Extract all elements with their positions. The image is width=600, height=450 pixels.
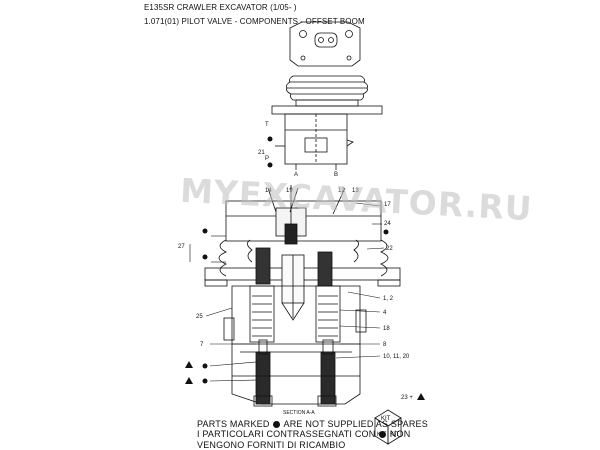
note-line-2-start: I PARTICOLARI CONTRASSEGNATI CON <box>197 429 376 439</box>
bellows-section <box>218 239 389 277</box>
callout-t: T <box>265 122 269 128</box>
diagram-subtitle: 1.071(01) PILOT VALVE - COMPONENTS - OFF… <box>144 17 365 26</box>
kit-box <box>374 409 402 445</box>
callout-4: 4 <box>383 310 387 316</box>
bullet-dot-icon <box>379 431 387 438</box>
callout-p: P <box>265 156 269 162</box>
kit-label-right: KIT <box>390 432 400 438</box>
callout-24: 24 <box>384 221 391 227</box>
upper-housing-section <box>225 185 382 245</box>
callout-23: 23 + <box>401 395 413 401</box>
callout-21: 21 <box>258 150 265 156</box>
callout-13: 13 <box>352 188 359 194</box>
callout-12: 12 <box>338 188 345 194</box>
callout-10-11-20: 10, 11, 20 <box>383 354 410 360</box>
callout-8: 8 <box>383 342 387 348</box>
bullet-dot-icon <box>273 421 281 428</box>
leader-lines <box>189 202 385 382</box>
section-label: SECTION A-A <box>283 410 315 416</box>
top-plate <box>289 21 361 67</box>
callout-18: 18 <box>383 326 390 332</box>
callout-7: 7 <box>200 342 204 348</box>
lower-valve-body <box>223 285 367 407</box>
callout-27: 27 <box>178 244 185 250</box>
note-line-1-end: ARE NOT SUPPLIED AS SPARES <box>283 419 428 429</box>
plate-and-flange <box>204 247 401 321</box>
callout-22: 22 <box>386 246 393 252</box>
marker-symbols <box>185 136 425 400</box>
note-line-2-end: NON <box>389 429 411 439</box>
callout-b: B <box>334 172 338 178</box>
note-line-3: VENGONO FORNITI DI RICAMBIO <box>197 440 346 450</box>
upper-valve-body <box>275 113 354 170</box>
note-line-2: I PARTICOLARI CONTRASSEGNATI CON NON <box>197 429 410 439</box>
note-line-1: PARTS MARKED ARE NOT SUPPLIED AS SPARES <box>197 419 428 429</box>
diagram-title: E135SR CRAWLER EXCAVATOR (1/05- ) <box>144 3 297 12</box>
callout-a: A <box>294 172 298 178</box>
note-line-1-start: PARTS MARKED <box>197 419 270 429</box>
callout-25: 25 <box>196 314 203 320</box>
callout-17: 17 <box>384 202 391 208</box>
kit-label-top: KIT <box>381 416 391 422</box>
callout-19: 19 <box>286 188 293 194</box>
callout-1-2: 1, 2 <box>383 296 394 302</box>
callout-14: 14 <box>265 188 272 194</box>
upper-bellows <box>271 75 383 115</box>
